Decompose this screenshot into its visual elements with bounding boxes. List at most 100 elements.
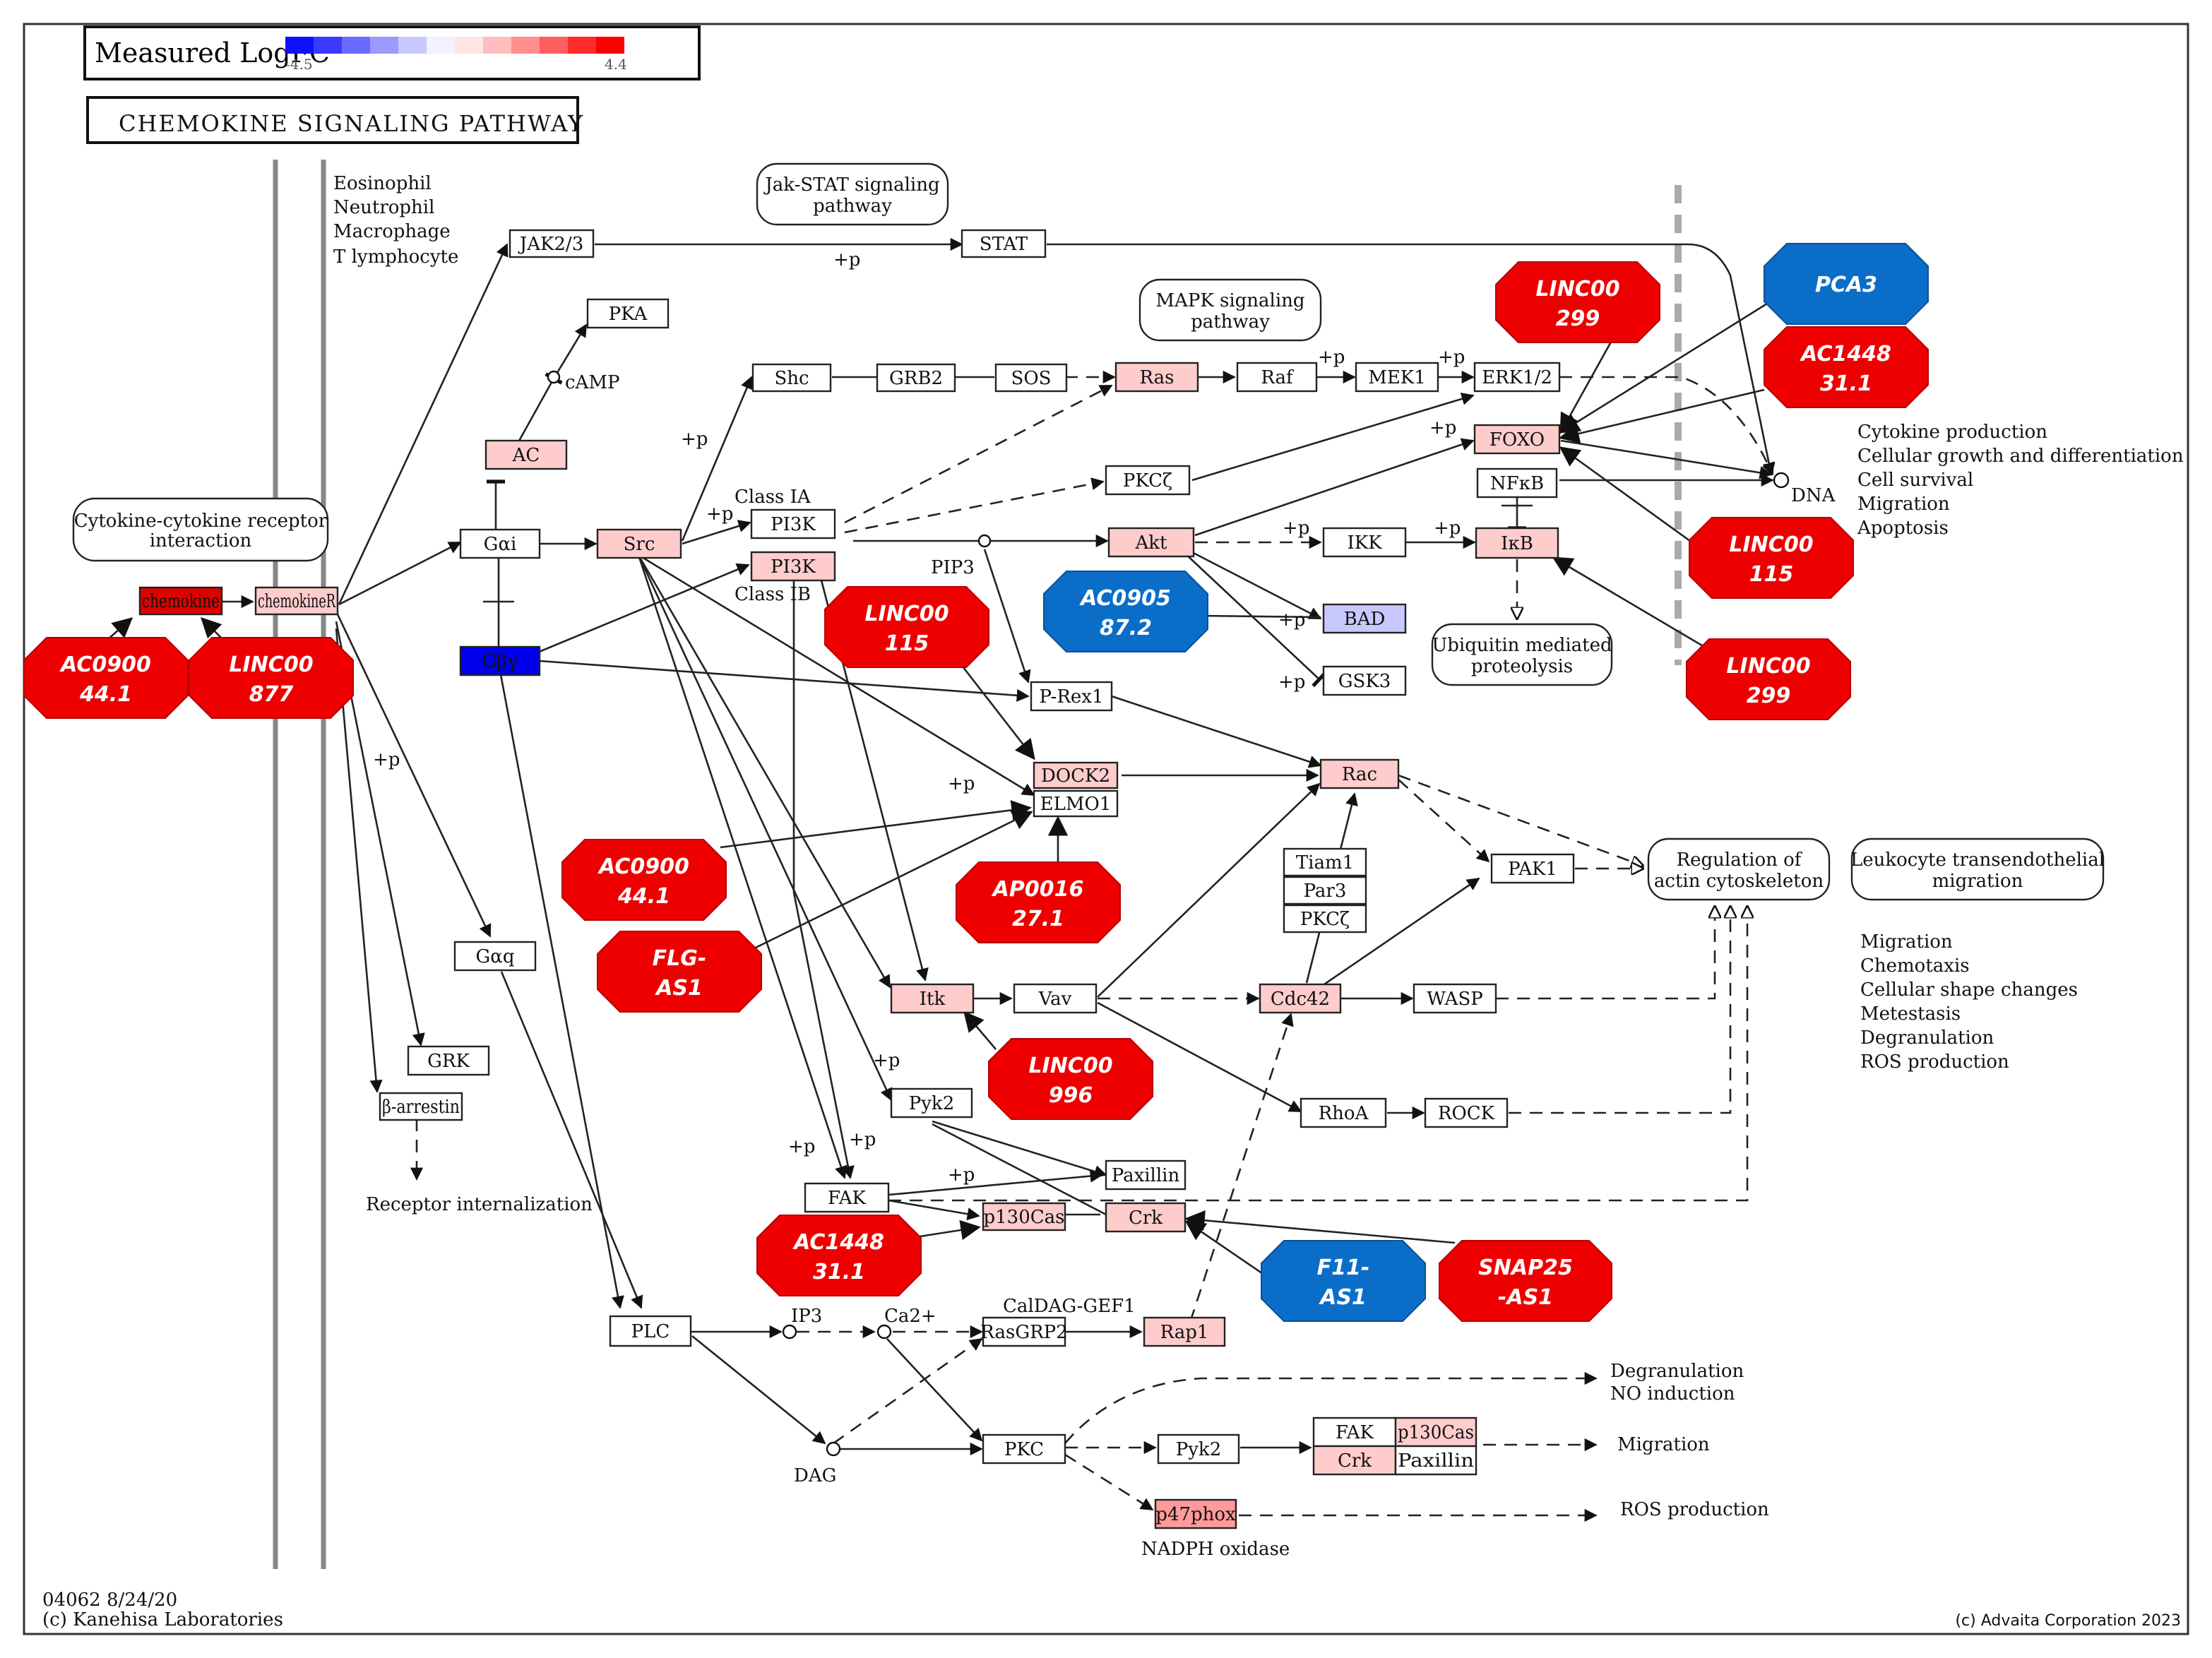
gene-mek1[interactable]: MEK1 (1355, 362, 1439, 393)
gene-rock[interactable]: ROCK (1424, 1097, 1509, 1128)
gene-box[interactable] (1114, 362, 1199, 393)
compound-ca[interactable] (876, 1324, 892, 1340)
gene-box[interactable] (994, 363, 1068, 393)
gene-chemokine[interactable]: chemokine (138, 586, 223, 616)
gene-box[interactable] (1476, 467, 1558, 499)
lncrna-shape[interactable] (1495, 261, 1660, 343)
gene-box[interactable] (890, 983, 975, 1014)
gene-p130cas2[interactable]: p130Cas (1394, 1417, 1477, 1448)
gene-box[interactable] (1143, 1316, 1226, 1347)
gene-cdc42[interactable]: Cdc42 (1259, 983, 1342, 1014)
gene-box[interactable] (1105, 1159, 1187, 1191)
gene-crk[interactable]: Crk (1105, 1202, 1187, 1233)
gene-box[interactable] (1300, 1097, 1387, 1128)
lncrna-flg-as1[interactable]: FLG-AS1 (597, 931, 762, 1013)
gene-box[interactable] (751, 363, 832, 393)
gene-prex1[interactable]: P-Rex1 (1030, 681, 1113, 712)
gene-box[interactable] (459, 528, 541, 559)
gene-box[interactable] (1033, 789, 1119, 818)
gene-box[interactable] (596, 528, 682, 559)
gene-dock2[interactable]: DOCK2 (1033, 761, 1119, 789)
gene-paxillin[interactable]: Paxillin (1105, 1159, 1187, 1191)
gene-box[interactable] (459, 645, 541, 676)
gene-ac[interactable]: AC (484, 439, 568, 470)
gene-box[interactable] (982, 1202, 1066, 1231)
gene-box[interactable] (961, 229, 1047, 258)
gene-box[interactable] (1105, 1202, 1187, 1233)
gene-pkc[interactable]: PKC (982, 1433, 1066, 1465)
gene-pyk2[interactable]: Pyk2 (890, 1087, 973, 1119)
actin-cytoskeleton-pathway-box[interactable] (1647, 837, 1831, 901)
gene-box[interactable] (1283, 876, 1367, 905)
gene-box[interactable] (1413, 983, 1497, 1014)
gene-box[interactable] (586, 298, 670, 329)
gene-p47phox[interactable]: p47phox (1154, 1498, 1237, 1529)
gene-par3[interactable]: Par3 (1283, 876, 1367, 905)
gene-fak2[interactable]: FAK (1312, 1417, 1397, 1448)
gene-box[interactable] (453, 941, 537, 972)
gene-erk12[interactable]: ERK1/2 (1473, 362, 1561, 393)
lncrna-shape[interactable] (1686, 638, 1851, 720)
gene-foxo[interactable]: FOXO (1473, 424, 1561, 455)
compound-pip3[interactable] (977, 534, 992, 548)
lncrna-shape[interactable] (1439, 1240, 1612, 1322)
gene-box[interactable] (379, 1092, 463, 1121)
jak-stat-pathway-box[interactable] (756, 162, 949, 226)
gene-crk2[interactable]: Crk (1312, 1445, 1397, 1476)
lncrna-shape[interactable] (189, 637, 354, 719)
gene-gby[interactable]: Gβγ (459, 645, 541, 676)
gene-box[interactable] (1355, 362, 1439, 393)
gene-box[interactable] (750, 551, 836, 582)
gene-box[interactable] (1033, 761, 1119, 789)
lncrna-shape[interactable] (1689, 517, 1854, 599)
gene-box[interactable] (484, 439, 568, 470)
lncrna-snap25-as1[interactable]: SNAP25-AS1 (1439, 1240, 1612, 1322)
lncrna-shape[interactable] (561, 839, 727, 921)
gene-box[interactable] (1473, 424, 1561, 455)
gene-paxillin2[interactable]: Paxillin (1394, 1445, 1477, 1476)
gene-box[interactable] (1475, 527, 1559, 559)
gene-jak23[interactable]: JAK2/3 (509, 229, 595, 258)
gene-rac[interactable]: Rac (1319, 758, 1400, 789)
gene-gsk3[interactable]: GSK3 (1322, 665, 1407, 696)
gene-plc[interactable]: PLC (609, 1315, 692, 1347)
gene-box[interactable] (407, 1045, 490, 1076)
lncrna-f11-as1[interactable]: F11-AS1 (1261, 1240, 1426, 1322)
leukocyte-migration-pathway-box[interactable] (1850, 837, 2105, 901)
gene-box[interactable] (1013, 983, 1098, 1014)
gene-box[interactable] (609, 1315, 692, 1347)
lncrna-shape[interactable] (956, 861, 1121, 943)
gene-rap1[interactable]: Rap1 (1143, 1316, 1226, 1347)
gene-p130cas[interactable]: p130Cas (982, 1202, 1066, 1231)
gene-box[interactable] (138, 586, 223, 616)
mapk-pathway-box[interactable] (1138, 278, 1322, 342)
gene-barr[interactable]: β-arrestin (379, 1092, 463, 1121)
cytokine-receptor-pathway-box[interactable] (72, 497, 329, 562)
gene-box[interactable] (1322, 603, 1407, 634)
gene-raf[interactable]: Raf (1236, 362, 1318, 393)
gene-box[interactable] (1259, 983, 1342, 1014)
gene-pak1[interactable]: PAK1 (1490, 853, 1575, 884)
gene-vav[interactable]: Vav (1013, 983, 1098, 1014)
gene-ras[interactable]: Ras (1114, 362, 1199, 393)
gene-pi3k-b[interactable]: PI3K (750, 551, 836, 582)
gene-box[interactable] (1154, 1498, 1237, 1529)
gene-elmo1[interactable]: ELMO1 (1033, 789, 1119, 818)
gene-box[interactable] (982, 1433, 1066, 1465)
lncrna-shape[interactable] (23, 637, 189, 719)
gene-box[interactable] (1157, 1433, 1240, 1465)
gene-box[interactable] (1030, 681, 1113, 712)
gene-gaq[interactable]: Gαq (453, 941, 537, 972)
compound-camp[interactable] (547, 370, 561, 384)
lncrna-shape[interactable] (1764, 243, 1929, 325)
gene-wasp[interactable]: WASP (1413, 983, 1497, 1014)
